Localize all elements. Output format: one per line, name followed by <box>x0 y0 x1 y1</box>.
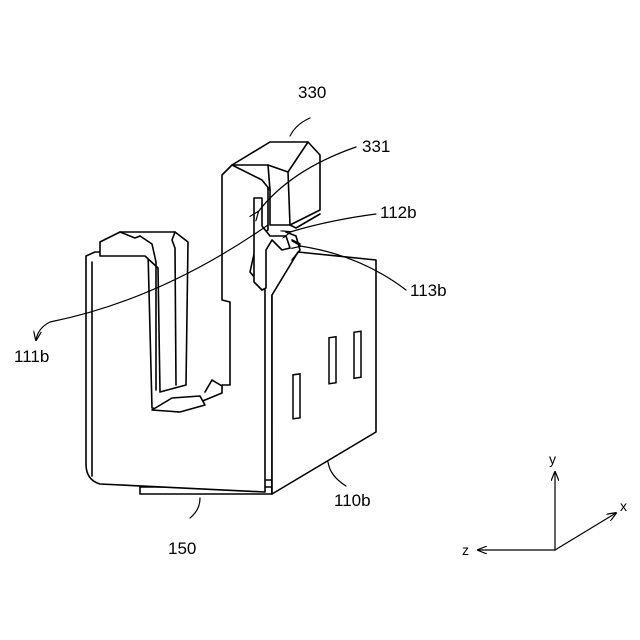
x-axis-label: x <box>620 498 627 514</box>
label-150: 150 <box>168 539 196 558</box>
y-axis-label: y <box>549 451 556 467</box>
side-plate-110b <box>272 252 376 494</box>
label-111b: 111b <box>14 347 49 366</box>
x-axis-arrow <box>555 513 616 550</box>
label-110b: 110b <box>334 491 371 510</box>
label-330: 330 <box>298 83 326 102</box>
label-113b: 113b <box>410 281 447 300</box>
label-331: 331 <box>362 137 390 156</box>
z-axis-label: z <box>462 542 469 558</box>
label-112b: 112b <box>380 203 417 222</box>
coordinate-axes: y z x <box>462 451 627 558</box>
